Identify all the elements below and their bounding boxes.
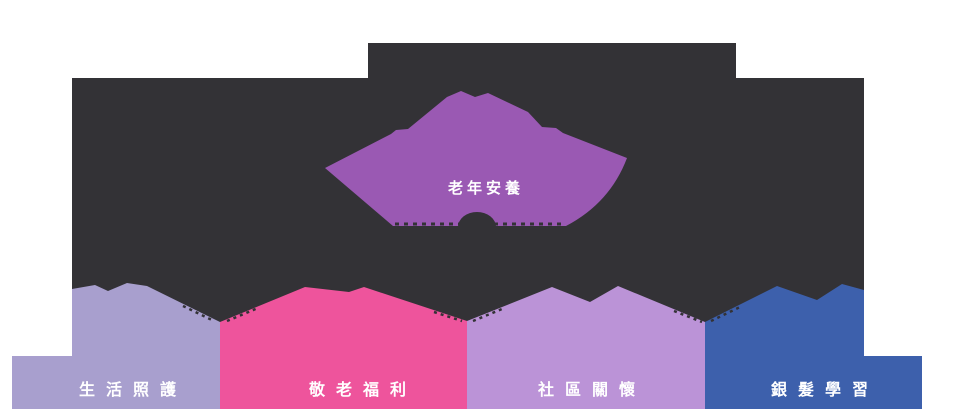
senior-welfare-label: 敬老福利 [308, 380, 417, 399]
category-silver-learning[interactable]: 銀髮學習 [705, 284, 922, 409]
slope-stitch-decoration [673, 309, 703, 324]
slope-stitch-decoration [472, 307, 503, 323]
tunnel-icon [458, 212, 496, 227]
category-main-elder-care[interactable]: 老年安養 [325, 91, 627, 227]
community-care-mountain-shape[interactable] [467, 286, 705, 409]
slope-stitch-decoration [433, 310, 463, 323]
slope-stitch-decoration [182, 304, 215, 323]
silver-learning-label: 銀髮學習 [771, 380, 879, 399]
life-care-label: 生活照護 [79, 380, 187, 399]
senior-welfare-mountain-shape[interactable] [220, 287, 467, 409]
slope-stitch-decoration [710, 305, 741, 323]
main-mountain-shape[interactable] [325, 91, 627, 226]
category-life-care[interactable]: 生活照護 [12, 283, 220, 409]
community-care-label: 社區關懷 [537, 380, 646, 399]
silver-learning-mountain-shape[interactable] [705, 284, 922, 409]
main-category-label: 老年安養 [447, 179, 524, 197]
slope-stitch-decoration [226, 306, 259, 323]
category-community-care[interactable]: 社區關懷 [467, 286, 705, 409]
category-senior-welfare[interactable]: 敬老福利 [220, 287, 467, 409]
life-care-mountain-shape[interactable] [12, 283, 220, 409]
